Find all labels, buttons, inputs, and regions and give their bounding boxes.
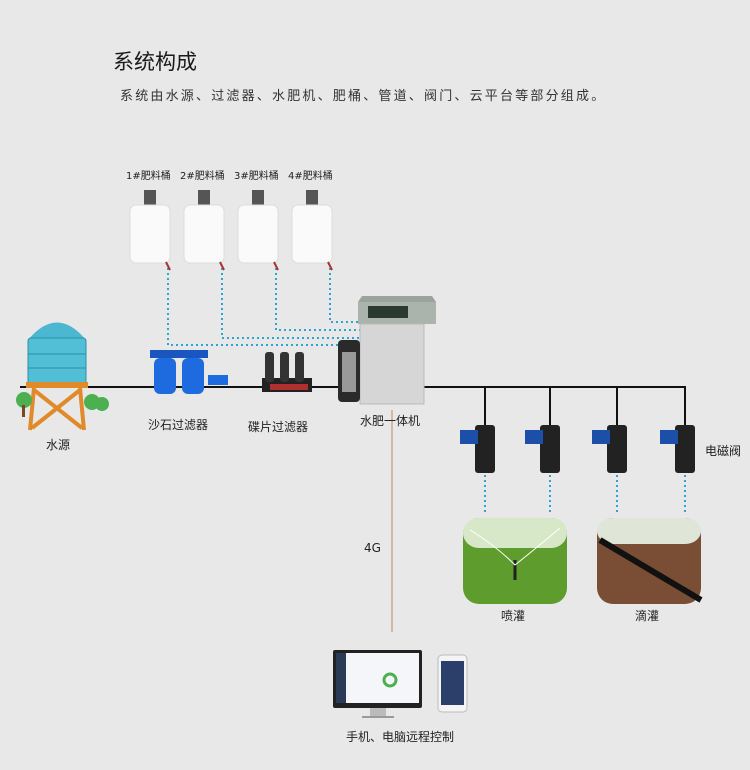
water-tower bbox=[16, 322, 109, 431]
page-title: 系统构成 bbox=[113, 50, 197, 74]
sprinkler-image bbox=[463, 518, 567, 604]
phone-icon bbox=[437, 654, 468, 713]
page-subtitle: 系统由水源、过滤器、水肥机、肥桶、管道、阀门、云平台等部分组成。 bbox=[120, 89, 607, 104]
computer-icon bbox=[333, 650, 422, 718]
tank-label-4: 4#肥料桶 bbox=[288, 171, 333, 182]
drip-image bbox=[597, 518, 703, 604]
disc-filter-label: 碟片过滤器 bbox=[248, 420, 309, 434]
fertigation-machine bbox=[338, 296, 436, 405]
sprinkler-label: 喷灌 bbox=[501, 609, 526, 623]
tank-label-2: 2#肥料桶 bbox=[180, 171, 225, 182]
tank-label-3: 3#肥料桶 bbox=[234, 171, 279, 182]
valve-label: 电磁阀 bbox=[705, 444, 742, 458]
network-label: 4G bbox=[364, 541, 381, 555]
tank-label-1: 1#肥料桶 bbox=[126, 171, 171, 182]
water-source-label: 水源 bbox=[46, 438, 71, 452]
fertilizer-lines bbox=[167, 268, 686, 515]
fertilizer-tanks bbox=[129, 190, 333, 271]
disc-filter bbox=[262, 352, 312, 392]
solenoid-valves bbox=[460, 425, 695, 473]
drip-label: 滴灌 bbox=[635, 609, 660, 623]
remote-control-label: 手机、电脑远程控制 bbox=[346, 730, 455, 744]
machine-label: 水肥一体机 bbox=[360, 414, 421, 428]
sand-filter-label: 沙石过滤器 bbox=[148, 418, 209, 432]
branch-pipes bbox=[484, 387, 686, 425]
sand-filter bbox=[150, 350, 228, 394]
